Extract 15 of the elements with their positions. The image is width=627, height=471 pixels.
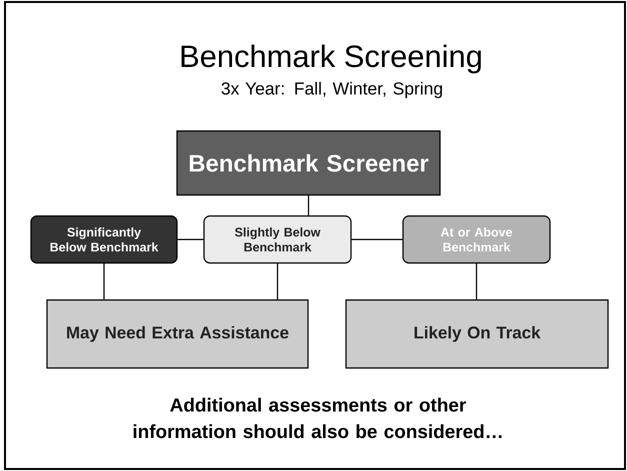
connector-line [178, 238, 204, 240]
category-box: Slightly Below Benchmark [203, 215, 352, 264]
category-box: Significantly Below Benchmark [30, 215, 178, 264]
outcome-box: Likely On Track [345, 299, 609, 369]
connector-line [103, 264, 105, 300]
subtitle: 3x Year: Fall, Winter, Spring [222, 82, 442, 98]
heading-box: Benchmark Screener [176, 130, 441, 196]
outcome-box: May Need Extra Assistance [46, 299, 309, 369]
connector-line [352, 238, 402, 240]
connector-line [476, 264, 478, 300]
connector-line [308, 196, 310, 216]
note-text: Additional assessments or other information should also be considered… [134, 398, 502, 438]
title: Benchmark Screening [182, 44, 481, 74]
connector-line [276, 264, 278, 300]
category-box: At or Above Benchmark [402, 215, 551, 264]
